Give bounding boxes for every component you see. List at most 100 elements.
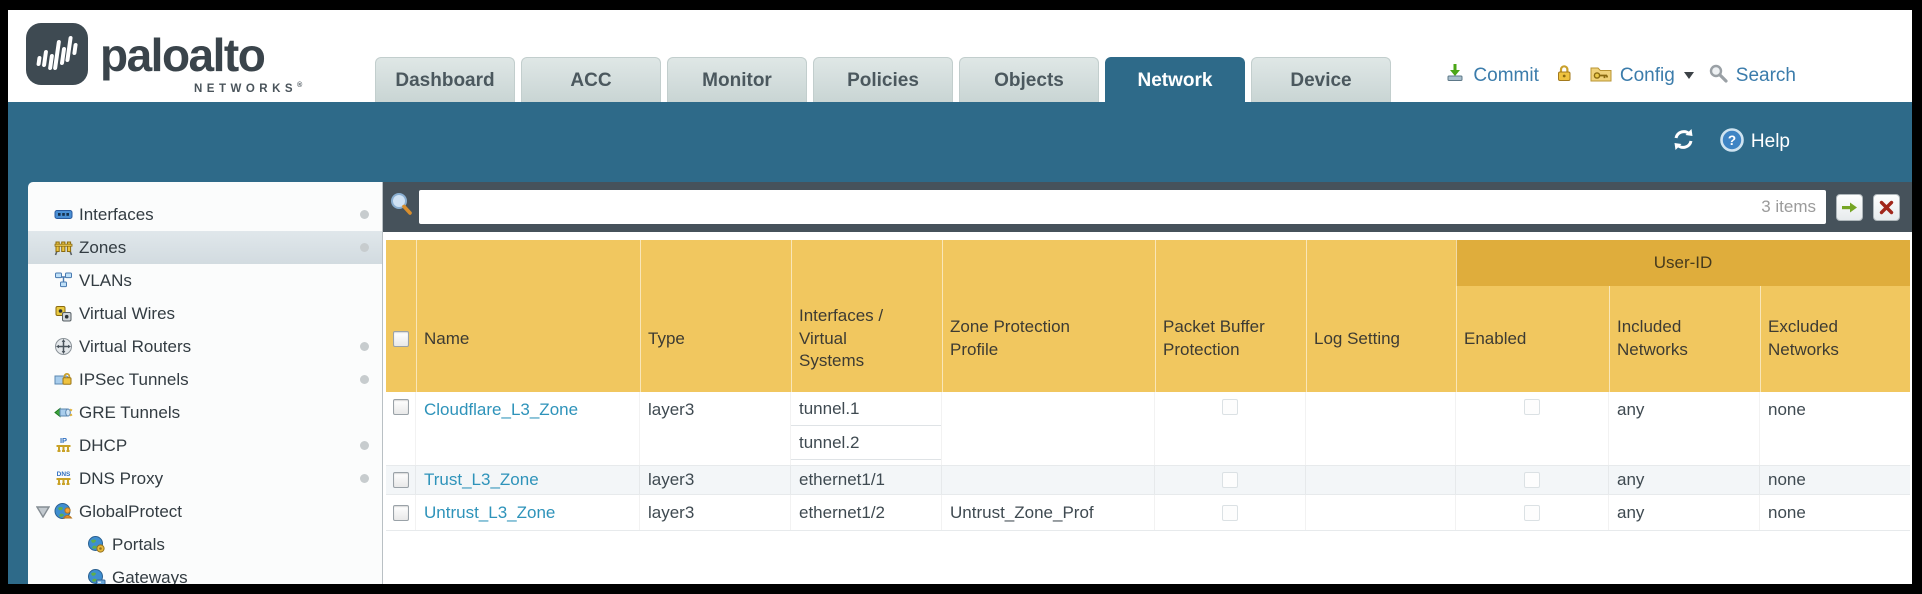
paloalto-logo-icon	[26, 23, 88, 85]
clear-filter-button[interactable]	[1873, 193, 1900, 221]
zone-protection-profile: Untrust_Zone_Prof	[950, 502, 1094, 522]
zone-type: layer3	[648, 502, 695, 522]
dhcp-icon: IP	[54, 436, 73, 455]
magnifier-icon	[389, 192, 413, 223]
zones-content: 3 items User-ID	[383, 182, 1912, 584]
tab-network[interactable]: Network	[1105, 57, 1245, 102]
zone-type: layer3	[648, 470, 695, 489]
status-dot	[360, 474, 369, 483]
column-header-log-setting[interactable]: Log Setting	[1314, 328, 1401, 348]
sidebar-item-globalprotect[interactable]: GlobalProtect	[28, 495, 382, 528]
status-dot	[360, 210, 369, 219]
user-id-enabled-checkbox[interactable]	[1524, 472, 1540, 488]
included-networks: any	[1617, 502, 1645, 522]
interface-cell: ethernet1/1	[799, 470, 886, 489]
search-label: Search	[1735, 64, 1796, 86]
zones-table: User-ID Name Type Interfaces / Virtual S…	[386, 240, 1910, 531]
svg-text:DNS: DNS	[57, 471, 71, 478]
top-header: paloalto NETWORKS® Dashboard ACC Monitor…	[8, 10, 1912, 102]
zone-name-link[interactable]: Untrust_L3_Zone	[424, 502, 556, 522]
tab-device[interactable]: Device	[1251, 57, 1391, 102]
tab-dashboard[interactable]: Dashboard	[375, 57, 515, 102]
virtual-routers-icon	[54, 337, 73, 356]
filter-input[interactable]	[419, 190, 1762, 224]
config-icon	[1589, 62, 1613, 89]
sidebar-item-gateways[interactable]: Gateways	[28, 561, 382, 584]
column-header-packet-buffer-protection[interactable]: Packet Buffer Protection	[1163, 317, 1265, 359]
packet-buffer-protection-checkbox[interactable]	[1222, 472, 1238, 488]
status-dot	[360, 243, 369, 252]
header-utilities: Commit Config Search	[1444, 62, 1796, 89]
tab-objects[interactable]: Objects	[959, 57, 1099, 102]
apply-filter-arrow-icon	[1842, 202, 1857, 212]
band-actions: ? Help	[1670, 126, 1790, 158]
packet-buffer-protection-checkbox[interactable]	[1222, 399, 1238, 415]
teal-band: ? Help	[8, 102, 1912, 182]
row-checkbox[interactable]	[392, 472, 409, 488]
packet-buffer-protection-checkbox[interactable]	[1222, 504, 1238, 521]
config-menu-button[interactable]: Config	[1589, 62, 1694, 89]
sidebar-item-interfaces[interactable]: Interfaces	[28, 198, 382, 231]
column-header-zone-protection-profile[interactable]: Zone Protection Profile	[950, 317, 1071, 359]
lock-button[interactable]	[1553, 62, 1575, 89]
tab-policies[interactable]: Policies	[813, 57, 953, 102]
sidebar-item-dns-proxy[interactable]: DNS DNS Proxy	[28, 462, 382, 495]
portals-icon	[87, 535, 106, 554]
sidebar-item-portals[interactable]: Portals	[28, 528, 382, 561]
column-header-type[interactable]: Type	[648, 328, 685, 348]
apply-filter-button[interactable]	[1836, 193, 1863, 221]
table-row[interactable]: Trust_L3_Zone layer3 ethernet1/1 any non…	[386, 466, 1910, 495]
help-button[interactable]: ? Help	[1719, 127, 1790, 158]
status-dot	[360, 342, 369, 351]
sidebar-item-gre-tunnels[interactable]: GRE Tunnels	[28, 396, 382, 429]
select-all-cell	[386, 286, 416, 392]
commit-button[interactable]: Commit	[1444, 62, 1539, 89]
table-row[interactable]: Untrust_L3_Zone layer3 ethernet1/2 Untru…	[386, 495, 1910, 531]
column-header-included-networks[interactable]: Included Networks	[1617, 317, 1688, 359]
sidebar-item-dhcp[interactable]: IP DHCP	[28, 429, 382, 462]
excluded-networks: none	[1768, 470, 1806, 489]
item-count: 3 items	[1761, 197, 1816, 216]
table-body: Cloudflare_L3_Zone layer3 tunnel.1 tunne…	[386, 392, 1910, 531]
row-checkbox[interactable]	[392, 399, 409, 415]
tab-acc[interactable]: ACC	[521, 57, 661, 102]
refresh-icon[interactable]	[1670, 126, 1697, 158]
caret-down-icon	[1683, 72, 1694, 79]
column-header-name[interactable]: Name	[424, 328, 470, 348]
zone-name-link[interactable]: Trust_L3_Zone	[424, 470, 539, 489]
sidebar-item-zones[interactable]: Zones	[28, 231, 382, 264]
svg-text:IP: IP	[60, 436, 67, 445]
column-header-excluded-networks[interactable]: Excluded Networks	[1768, 317, 1839, 359]
virtual-wires-icon	[54, 304, 73, 323]
vlans-icon	[54, 271, 73, 290]
user-id-enabled-checkbox[interactable]	[1524, 504, 1540, 521]
user-id-group-header: User-ID	[1456, 240, 1910, 286]
sidebar-item-virtual-wires[interactable]: Virtual Wires	[28, 297, 382, 330]
interface-cell: ethernet1/2	[799, 502, 886, 522]
sidebar-item-ipsec-tunnels[interactable]: IPSec Tunnels	[28, 363, 382, 396]
filter-field: 3 items	[419, 190, 1826, 224]
zone-type: layer3	[648, 400, 695, 419]
help-label: Help	[1750, 131, 1790, 152]
brand-name: paloalto	[100, 29, 266, 81]
interface-cell: tunnel.1	[791, 392, 941, 426]
search-button[interactable]: Search	[1708, 63, 1796, 89]
sidebar-item-virtual-routers[interactable]: Virtual Routers	[28, 330, 382, 363]
gateways-icon	[87, 568, 106, 584]
ipsec-tunnels-icon	[54, 370, 73, 389]
column-header-enabled[interactable]: Enabled	[1464, 328, 1527, 348]
collapse-triangle-icon[interactable]	[35, 505, 51, 519]
table-row[interactable]: Cloudflare_L3_Zone layer3 tunnel.1 tunne…	[386, 392, 1910, 466]
excluded-networks: none	[1768, 502, 1806, 522]
user-id-enabled-checkbox[interactable]	[1524, 399, 1540, 415]
select-all-checkbox[interactable]	[393, 331, 409, 347]
tab-monitor[interactable]: Monitor	[667, 57, 807, 102]
sidebar-item-vlans[interactable]: VLANs	[28, 264, 382, 297]
search-icon	[1708, 63, 1729, 89]
zone-name-link[interactable]: Cloudflare_L3_Zone	[424, 400, 579, 419]
clear-filter-x-icon	[1879, 200, 1894, 214]
row-checkbox[interactable]	[392, 504, 409, 521]
gre-tunnels-icon	[54, 403, 73, 422]
column-header-interfaces[interactable]: Interfaces / Virtual Systems	[799, 305, 884, 371]
